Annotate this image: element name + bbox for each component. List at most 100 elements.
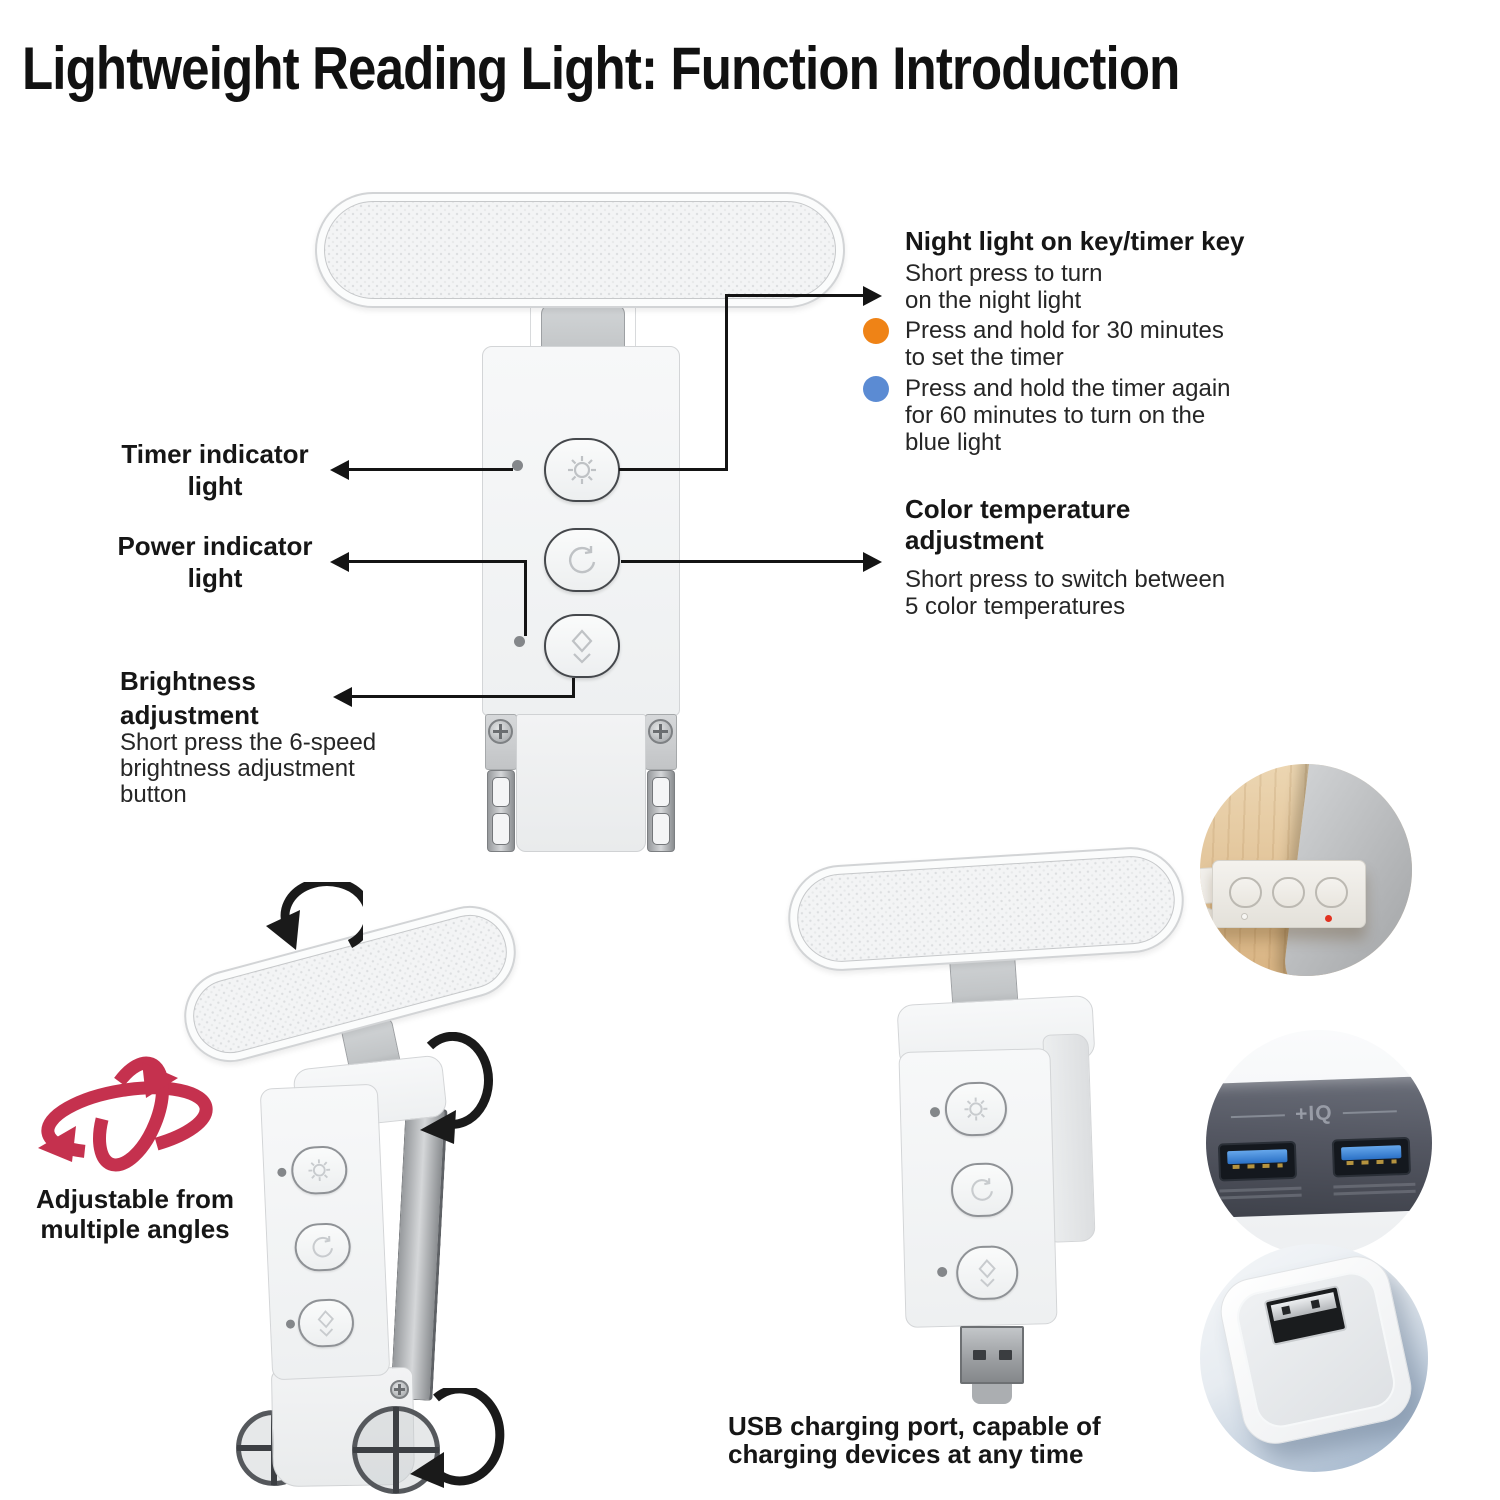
multi-angle-label: Adjustable from multiple angles — [36, 1184, 234, 1244]
badge-line — [1231, 1114, 1286, 1119]
usb-a-port — [1217, 1140, 1298, 1182]
usb-plug-hole — [999, 1350, 1012, 1360]
timer-indicator-line — [347, 468, 513, 471]
clip-arm-slot — [652, 777, 670, 807]
light-diffuser-mesh — [324, 201, 836, 299]
color-temp-line — [621, 560, 866, 563]
sun-icon — [964, 1097, 988, 1121]
photo-laptop-desk — [1200, 764, 1412, 976]
color-temperature-button — [1272, 877, 1305, 908]
brightness-line-v — [572, 678, 575, 697]
diamond-chevron-icon — [978, 1259, 996, 1288]
diamond-chevron-icon — [571, 629, 593, 664]
usb-charging-label: USB charging port, capable of charging d… — [728, 1411, 1101, 1469]
usb-plug — [960, 1326, 1024, 1384]
night-light-timer-button — [1229, 877, 1262, 908]
power-on-red-dot — [1325, 915, 1332, 922]
brightness-button — [544, 614, 620, 678]
timer-indicator-arrowhead — [330, 460, 349, 480]
crossed-rotation-arrows-icon — [38, 1056, 213, 1172]
middle-light-bar — [785, 844, 1187, 974]
night-light-orange-note: Press and hold for 30 minutes to set the… — [905, 317, 1224, 371]
orange-bullet-icon — [863, 318, 889, 344]
usb-plug-hole — [973, 1350, 986, 1360]
photo-power-bank: +IQ — [1206, 1030, 1432, 1256]
spec-text-line — [1333, 1189, 1416, 1196]
usb-pins — [1232, 1163, 1283, 1170]
brightness-line-h — [350, 695, 575, 698]
spec-text-line — [1333, 1182, 1416, 1189]
usb-contact — [1281, 1305, 1291, 1316]
left-device-body-group — [259, 1083, 391, 1381]
sun-icon — [308, 1159, 331, 1182]
curved-rotation-arrow-icon — [266, 882, 363, 950]
color-temperature-button — [544, 528, 620, 592]
color-temperature-button — [950, 1162, 1014, 1218]
night-light-line-a — [619, 468, 727, 471]
color-temperature-button — [293, 1221, 352, 1273]
timer-indicator-label: Timer indicator light — [121, 439, 309, 501]
clip-arm-back — [390, 1107, 448, 1401]
brightness-heading: Brightness adjustment — [120, 666, 259, 730]
power-indicator-line-v — [524, 562, 527, 636]
middle-device-bar-group — [785, 844, 1187, 974]
usb-tongue — [1341, 1145, 1402, 1161]
iq-badge-row: +IQ — [1206, 1098, 1432, 1131]
blue-bullet-icon — [863, 376, 889, 402]
screw-icon — [488, 719, 513, 744]
power-indicator-label: Power indicator light — [117, 531, 313, 593]
night-light-arrowhead — [863, 286, 882, 306]
reading-light-plugged-in — [1212, 860, 1366, 928]
main-light-bar — [315, 192, 845, 308]
color-temp-arrowhead — [863, 552, 882, 572]
power-indicator-line-h — [347, 560, 527, 563]
night-light-line-b — [725, 295, 728, 471]
photo-wall-charger — [1200, 1244, 1428, 1472]
wall-charger — [1214, 1249, 1418, 1451]
brightness-button — [955, 1244, 1019, 1301]
laptop-port-slot — [1352, 764, 1412, 778]
usb-plug-base — [972, 1384, 1012, 1404]
night-light-intro: Short press to turn on the night light — [905, 260, 1103, 314]
usb-pins — [1346, 1159, 1397, 1166]
page-title: Lightweight Reading Light: Function Intr… — [22, 35, 1180, 102]
power-bank-badge: +IQ — [1294, 1101, 1333, 1126]
middle-device-body-group — [898, 1048, 1058, 1328]
screw-icon — [390, 1380, 409, 1399]
curved-rotation-arrow-icon — [410, 1388, 505, 1488]
brightness-body: Short press the 6-speed brightness adjus… — [120, 729, 377, 808]
power-bank: +IQ — [1206, 1075, 1432, 1219]
indicator-dot — [1241, 913, 1248, 920]
clip-arm-right — [647, 770, 675, 852]
night-light-heading: Night light on key/timer key — [905, 226, 1245, 256]
clip-arm-slot — [652, 813, 670, 845]
usb-contact — [1310, 1299, 1321, 1309]
badge-line — [1342, 1110, 1397, 1115]
color-temp-body: Short press to switch between 5 color te… — [905, 566, 1226, 620]
brightness-arrowhead — [333, 687, 352, 707]
screw-icon — [648, 719, 673, 744]
power-indicator-dot — [514, 636, 525, 647]
brightness-button — [296, 1297, 355, 1349]
night-light-timer-button — [544, 438, 620, 502]
night-light-timer-button — [944, 1081, 1008, 1137]
sun-icon — [568, 456, 596, 484]
usb-tongue — [1227, 1149, 1288, 1165]
night-light-timer-button — [290, 1144, 349, 1196]
light-diffuser-mesh — [794, 853, 1178, 965]
cycle-arrow-icon — [312, 1235, 333, 1258]
night-light-blue-note: Press and hold the timer again for 60 mi… — [905, 375, 1231, 456]
clip-arm-slot — [492, 813, 510, 845]
cycle-arrow-icon — [971, 1178, 993, 1201]
spec-text-line — [1219, 1193, 1302, 1200]
power-indicator-arrowhead — [330, 552, 349, 572]
night-light-line-c — [725, 294, 866, 297]
diamond-chevron-icon — [317, 1310, 334, 1337]
clip-arm-slot — [492, 777, 510, 807]
cycle-arrow-icon — [568, 546, 596, 574]
timer-indicator-dot — [512, 460, 523, 471]
clip-plate — [516, 714, 646, 852]
brightness-button — [1315, 877, 1348, 908]
curved-rotation-arrow-icon — [420, 1032, 493, 1144]
